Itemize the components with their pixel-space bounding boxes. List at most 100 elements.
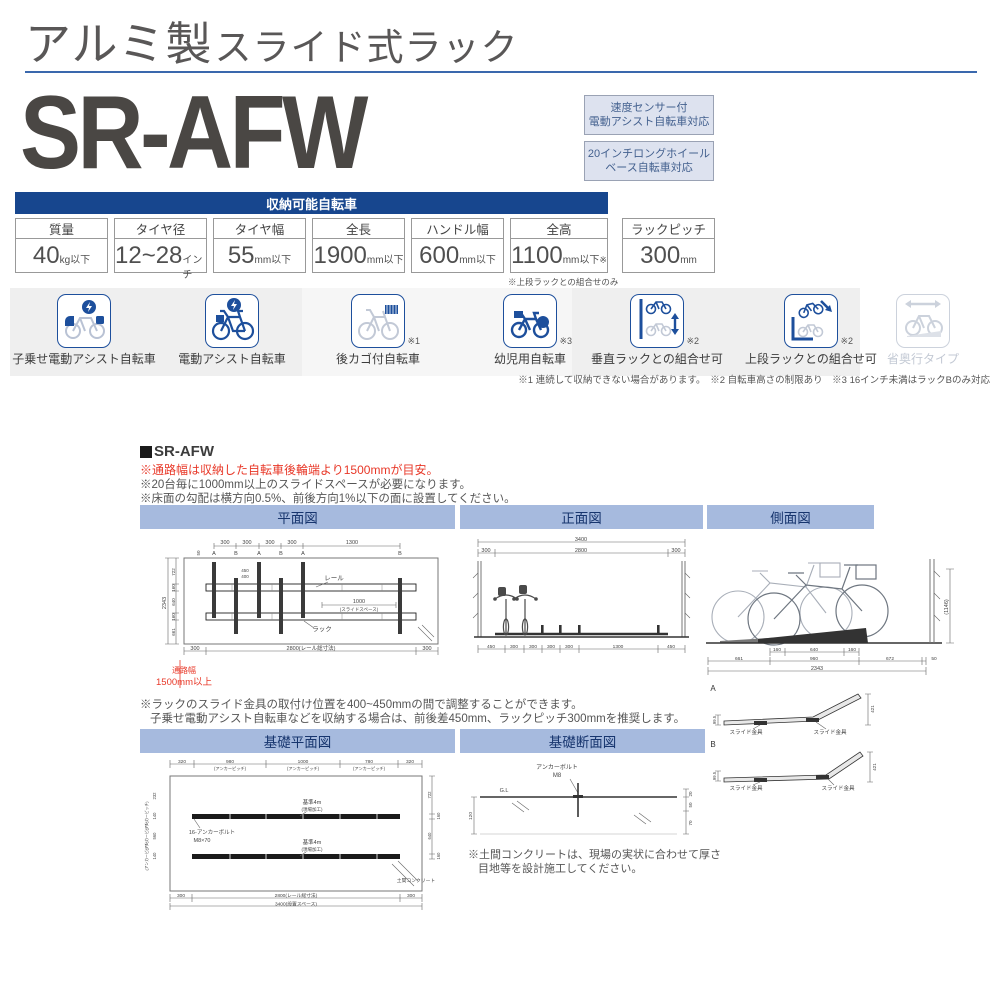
page-title-main: アルミ製 [25, 18, 213, 70]
dim-label: 1000 [298, 759, 309, 765]
dim-label: 140 [152, 812, 157, 820]
ground-level-label: G.L [500, 788, 509, 794]
section-title: SR-AFW [140, 443, 214, 460]
anchor-bolt-label: アンカーボルト [536, 763, 578, 771]
dim-label: (アンカーピッチ) [144, 821, 149, 851]
rack-type-label: B [279, 551, 283, 557]
rack-detail-a-drawing: A 99.5 421 スライド金具 スライド金具 [710, 684, 875, 736]
badge-line: 速度センサー付 [610, 102, 688, 114]
badge-speed-sensor: 速度センサー付 電動アシスト自転車対応 [584, 95, 714, 135]
dim-label: (アンカーピッチ) [287, 766, 320, 772]
dim-label: 120 [468, 812, 474, 820]
aisle-width-value: 1500mm以上 [156, 677, 212, 688]
shallow-depth-icon [896, 294, 950, 348]
dim-label: (スライドスペース) [340, 607, 379, 613]
standard-sub-label: (現場加工) [302, 846, 323, 853]
spec-height-note: ※上段ラックとの組合せのみ [508, 277, 619, 287]
dim-label: 300 [242, 540, 251, 546]
dim-label: 2800(レール総寸法) [287, 644, 336, 652]
compat-label: 後カゴ付自転車 [335, 352, 420, 366]
standard-sub-label: (現場加工) [302, 806, 323, 813]
dim-label: 300 [422, 646, 431, 652]
foundation-plan-title: 基礎平面図 [140, 729, 455, 753]
dim-label: 160 [171, 584, 176, 592]
slide-fitting-label: スライド金具 [729, 728, 763, 736]
aisle-width-label: 通路幅 [172, 665, 196, 675]
dim-label: 232 [152, 792, 157, 800]
dim-label: 672 [886, 656, 894, 662]
dim-label: 99.5 [712, 715, 717, 724]
header-divider [25, 71, 977, 73]
compat-mark: ※2 [840, 336, 853, 346]
dim-label: 450 [667, 644, 675, 650]
dim-label: 300 [265, 540, 274, 546]
spec-col-label: タイヤ径 [114, 218, 207, 239]
spec-table-header: 収納可能自転車 [15, 192, 608, 214]
dim-label: 421 [870, 705, 875, 713]
section-square-icon [140, 445, 152, 458]
standard-label: 基準4m [303, 798, 322, 806]
compat-item-ebike: 電動アシスト自転車 [160, 288, 304, 376]
dim-label: 780 [365, 759, 373, 765]
concrete-note1: ※土間コンクリートは、現場の実状に合わせて厚さ [468, 849, 721, 861]
anchor-bolt-label: 16-アンカーボルト [189, 828, 235, 836]
dim-label: 50 [688, 802, 693, 808]
dim-label: 640 [171, 598, 176, 606]
dim-label: (1146) [944, 599, 950, 615]
anchor-bolt-spec: M8×70 [194, 838, 211, 844]
rack-type-label: B [398, 551, 402, 557]
dim-label: 722 [171, 568, 176, 576]
vertical-rack-combo-icon: ※2 [630, 294, 699, 348]
page-title: アルミ製 スライド式ラック [25, 8, 519, 74]
floor-slope-note: ※床面の勾配は横方向0.5%、前後方向1%以下の面に設置してください。 [140, 493, 516, 505]
slide-fitting-label: スライド金具 [729, 784, 763, 792]
dim-label: (アンカーピッチ) [214, 766, 247, 772]
child-seat-ebike-icon [57, 294, 111, 348]
dim-label: 160 [171, 613, 176, 621]
dim-label: 99.5 [712, 771, 717, 780]
dim-label: 140 [152, 852, 157, 860]
dim-label: 661 [735, 656, 743, 662]
foundation-section-title: 基礎断面図 [460, 729, 705, 753]
compat-item-kids-bike: ※3 幼児用自転車 [462, 288, 598, 376]
dim-label: 160 [436, 812, 441, 820]
dim-label: 2800(レール総寸法) [275, 892, 318, 899]
kids-bike-icon: ※3 [503, 294, 572, 348]
spec-col-label: ラックピッチ [622, 218, 715, 239]
dim-label: 160 [773, 647, 781, 653]
dim-label: 300 [547, 644, 555, 650]
spec-col-label: 全高 [510, 218, 608, 239]
compat-footnotes: ※1 連続して収納できない場合があります。 ※2 自転車高さの制限あり ※3 1… [518, 375, 990, 386]
rail-label: レール [324, 575, 344, 582]
dim-label: 1000 [353, 599, 365, 605]
badge-long-wheelbase: 20インチロングホイール ベース自転車対応 [584, 141, 714, 181]
plan-view-title: 平面図 [140, 505, 455, 529]
dim-label: 300 [177, 893, 185, 899]
compat-label: 電動アシスト自転車 [178, 352, 286, 366]
anchor-bolt-spec: M8 [553, 773, 562, 779]
upper-rack-combo-icon: ※2 [784, 294, 853, 348]
dim-label: 3400(設置スペース) [275, 901, 317, 908]
rack-detail-b-drawing: B 99.5 421 スライド金具 スライド金具 [710, 740, 877, 792]
compatibility-band: 子乗せ電動アシスト自転車 電動アシスト自転車 ※1 後カゴ付自転車 [10, 288, 877, 376]
compat-label: 省奥行タイプ [886, 352, 959, 366]
standard-label: 基準4m [303, 838, 322, 846]
concrete-note2: 目地等を設計施工してください。 [478, 863, 643, 875]
rack-type-label: A [212, 551, 216, 557]
dim-label: 450 [487, 644, 495, 650]
aisle-note: ※通路幅は収納した自転車後輪端より1500mmが目安。 [140, 463, 439, 477]
dim-label: 2343 [811, 666, 823, 672]
compat-mark: ※2 [686, 336, 699, 346]
compat-mark: ※1 [407, 336, 420, 346]
dim-label: 2800 [575, 548, 587, 554]
dim-label: 320 [406, 759, 414, 765]
compat-label: 上段ラックとの組合せ可 [745, 352, 877, 366]
